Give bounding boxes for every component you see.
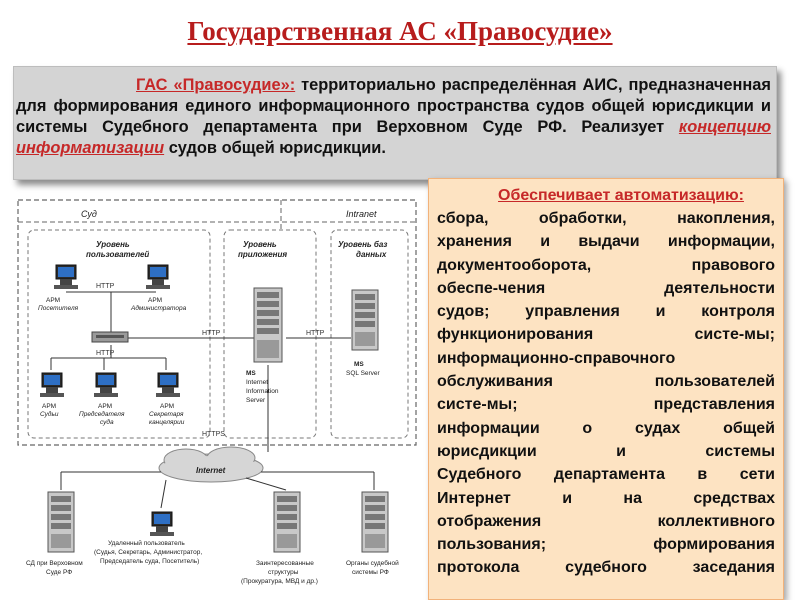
arm-admin-label-1: АРМ (148, 297, 162, 304)
iis-server-icon (253, 287, 283, 363)
interested-server-icon (273, 491, 301, 553)
arm-secretary-pc-icon (155, 372, 181, 398)
automation-list: сбора, обработки, накопления, хранения и… (437, 207, 775, 580)
users-level-label-1: Уровень (96, 240, 130, 249)
arm-admin-pc-icon (145, 264, 171, 290)
interested-label-3: (Прокуратура, МВД и др.) (241, 578, 318, 585)
arm-chair-label-2: Председателя (79, 410, 125, 418)
db-level-label-2: данных (356, 250, 387, 259)
automation-line: обеспе-чения деятельности (437, 279, 775, 297)
users-level-label-2: пользователей (86, 250, 149, 259)
http-label-top: HTTP (96, 283, 115, 290)
automation-box: Обеспечивает автоматизацию: сбора, обраб… (428, 178, 784, 600)
intranet-label: Intranet (346, 209, 377, 219)
automation-line: Интернет и на средствах (437, 489, 775, 507)
arm-chair-pc-icon (93, 372, 119, 398)
arm-chair-label-3: суда (100, 418, 114, 426)
network-switch-icon (91, 331, 129, 343)
sd-label-1: СД при Верховном (26, 560, 83, 567)
db-level-frame (330, 229, 409, 439)
automation-heading: Обеспечивает автоматизацию: (498, 187, 744, 204)
automation-line: информационно-справочного (437, 349, 676, 367)
iis-label-1: MS (246, 370, 256, 377)
organs-server-icon (361, 491, 389, 553)
automation-line: пользования; формирования (437, 536, 775, 554)
definition-tail: судов общей юрисдикции. (164, 139, 386, 157)
remote-label-1: Удаленный пользователь (108, 539, 185, 547)
concept-link[interactable]: концепцию информатизации (16, 118, 771, 157)
remote-user-pc-icon (149, 511, 175, 537)
arm-secretary-label-2: Секретаря (149, 411, 184, 418)
automation-line: обслуживания пользователей (437, 373, 775, 391)
court-label: Суд (81, 209, 97, 219)
http-label-db: HTTP (306, 330, 325, 337)
iis-label-3: Information (246, 388, 279, 395)
automation-line: систе-мы; представления (437, 396, 775, 414)
automation-line: хранения и выдачи информации, (437, 233, 775, 251)
sd-server-icon (47, 491, 75, 553)
app-level-label-1: Уровень (243, 240, 277, 249)
automation-line: отображения коллективного (437, 512, 775, 530)
architecture-diagram: Суд Intranet Уровень пользователей Урове… (6, 190, 424, 598)
interested-label-2: структуры (268, 569, 299, 576)
iis-label-2: Internet (246, 379, 268, 386)
definition-lead: ГАС «Правосудие»: (136, 76, 296, 94)
definition-box: ГАС «Правосудие»: территориально распред… (13, 66, 777, 180)
automation-line: документооборота, правового (437, 256, 775, 274)
remote-label-2: (Судья, Секретарь, Администратор, (94, 549, 202, 556)
arm-admin-label-2: Администратора (130, 304, 187, 312)
arm-visitor-label-2: Посетителя (38, 305, 79, 312)
remote-label-3: Председатель суда, Посетитель) (100, 558, 199, 565)
automation-line: протокола судебного заседания (437, 559, 775, 577)
internet-cloud-icon (158, 446, 264, 483)
page-title: Государственная АС «Правосудие» (187, 16, 613, 46)
organs-label-1: Органы судебной (346, 559, 399, 567)
arm-visitor-label-1: АРМ (46, 297, 60, 304)
app-level-label-2: приложения (238, 250, 287, 259)
arm-judge-label-2: Судьи (40, 410, 59, 418)
automation-line: функционирования систе-мы; (437, 326, 775, 344)
internet-label: Internet (196, 466, 226, 475)
automation-line: информации о судах общей (437, 419, 775, 437)
arm-visitor-pc-icon (53, 264, 79, 290)
interested-label-1: Заинтересованные (256, 560, 314, 567)
definition-body: территориально распределённая АИС, предн… (16, 76, 771, 136)
court-frame (17, 199, 417, 446)
arm-judge-label-1: АРМ (42, 403, 56, 410)
automation-line: Судебного департамента в сети (437, 466, 775, 484)
http-label-bottom: HTTP (96, 350, 115, 357)
definition-text: ГАС «Правосудие»: территориально распред… (16, 75, 771, 159)
arm-judge-pc-icon (39, 372, 65, 398)
https-label: HTTPS (202, 431, 225, 438)
organs-label-2: системы РФ (352, 569, 389, 576)
sql-label-2: SQL Server (346, 370, 381, 377)
iis-label-4: Server (246, 397, 266, 404)
db-level-label-1: Уровень баз (338, 240, 387, 249)
automation-line: юрисдикции и системы (437, 442, 775, 460)
sql-label-1: MS (354, 361, 364, 368)
arm-secretary-label-3: канцелярии (149, 419, 185, 426)
arm-secretary-label-1: АРМ (160, 403, 174, 410)
users-level-frame (27, 229, 211, 439)
automation-line: сбора, обработки, накопления, (437, 210, 775, 227)
automation-line: судов; управления и контроля (437, 303, 775, 321)
arm-chair-label-1: АРМ (98, 403, 112, 410)
sql-server-icon (351, 289, 379, 351)
sd-label-2: Суде РФ (46, 569, 72, 576)
http-label-app: HTTP (202, 330, 221, 337)
